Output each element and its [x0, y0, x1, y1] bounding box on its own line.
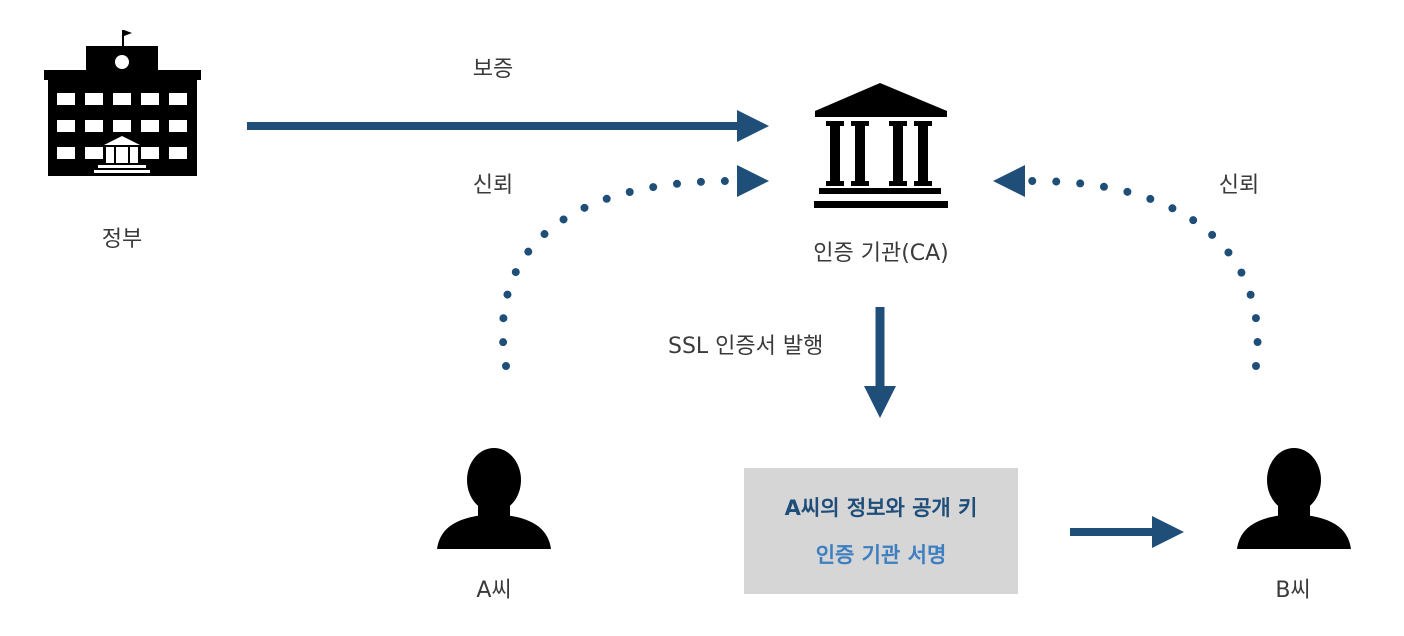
person-a-icon	[437, 448, 551, 549]
person-b-icon	[1237, 448, 1351, 549]
government-label: 정부	[101, 227, 143, 252]
trust-b-label: 신뢰	[1218, 173, 1260, 198]
ca-label: 인증 기관(CA)	[813, 241, 949, 266]
user-a-label: A씨	[476, 578, 512, 603]
issue-arrow	[864, 307, 896, 418]
certificate-box: A씨의 정보와 공개 키 인증 기관 서명	[744, 468, 1018, 594]
certificate-signature-text: 인증 기관 서명	[815, 543, 947, 567]
government-building-icon	[44, 30, 201, 176]
certificate-info-text: A씨의 정보와 공개 키	[784, 496, 978, 520]
bank-columns-icon	[814, 83, 948, 208]
trust-a-label: 신뢰	[472, 173, 514, 198]
user-b-label: B씨	[1275, 578, 1311, 603]
guarantee-arrow	[247, 110, 769, 142]
trust-arrow-b	[993, 165, 1262, 370]
issue-label: SSL 인증서 발행	[668, 334, 824, 359]
trust-arrow-a	[498, 165, 769, 370]
send-arrow	[1070, 516, 1184, 548]
guarantee-label: 보증	[472, 57, 514, 82]
